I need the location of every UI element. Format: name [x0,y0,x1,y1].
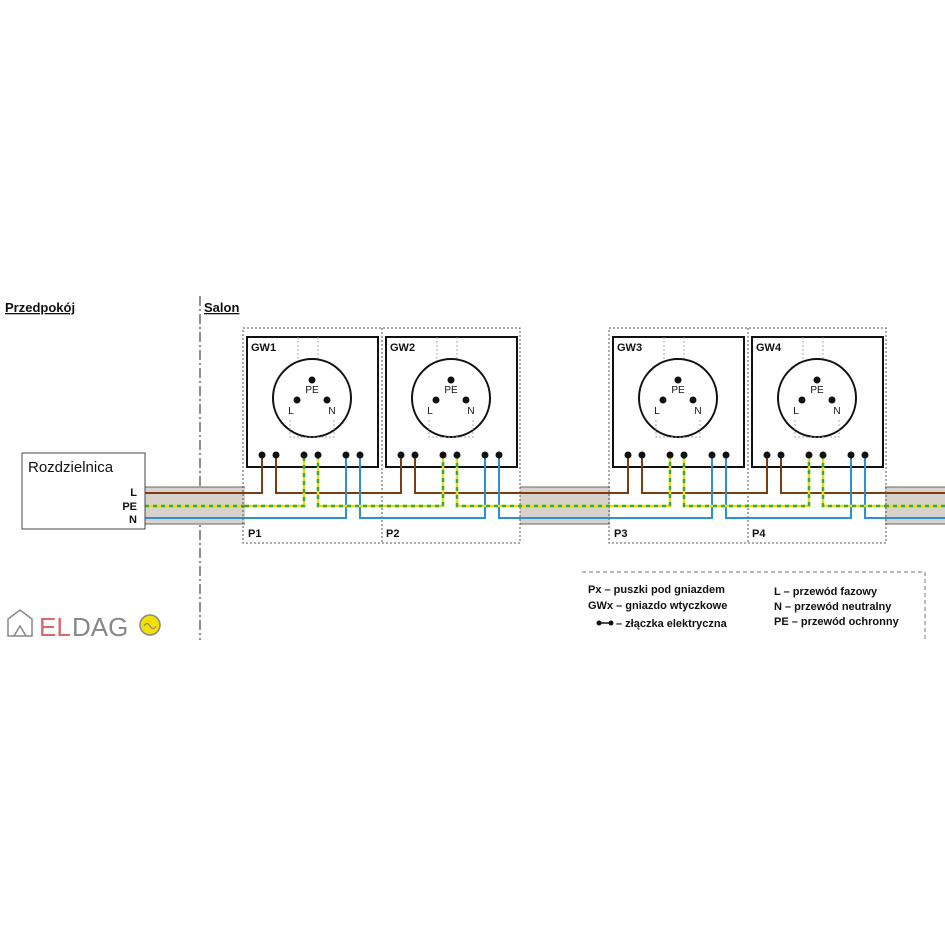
terminal-label-n: N [129,514,137,526]
logo-text-dago: DAG [72,612,128,642]
socket-label-gw4: GW4 [756,342,782,354]
neutral-wiring [245,455,885,519]
legend-px: Px – puszki pod gniazdem [588,584,725,596]
pin-label-pe: PE [671,385,685,396]
cable-segment-1 [145,486,245,525]
socket-gw2 [385,336,518,468]
room-label-left: Przedpokój [5,300,75,315]
legend-gwx: GWx – gniazdo wtyczkowe [588,600,727,612]
pin-label-n: N [833,406,840,417]
pin-label-pe: PE [305,385,319,396]
pin-label-l: L [654,406,660,417]
legend-pe: PE – przewód ochronny [774,616,900,628]
pin-label-l: L [793,406,799,417]
socket-label-gw1: GW1 [251,342,276,354]
pe-wiring [245,455,885,508]
socket-gw4 [751,336,884,468]
socket-label-gw3: GW3 [617,342,642,354]
junction-box-label-p2: P2 [386,528,399,540]
pin-label-n: N [694,406,701,417]
socket-label-gw2: GW2 [390,342,415,354]
legend-n: N – przewód neutralny [774,601,892,613]
junction-box-group-2 [608,327,887,544]
terminal-connectors [258,451,869,459]
junction-box-label-p4: P4 [752,528,766,540]
terminal-label-pe: PE [122,501,137,513]
distribution-board: Rozdzielnica L PE N [21,452,146,530]
pin-label-n: N [467,406,474,417]
junction-box-label-p3: P3 [614,528,627,540]
cable-segment-3 [885,486,945,525]
connector-icon [596,620,614,626]
pin-label-l: L [288,406,294,417]
pin-label-pe: PE [810,385,824,396]
eldago-logo: EL DAG [7,609,161,642]
junction-box-label-p1: P1 [248,528,261,540]
distribution-board-title: Rozdzielnica [28,459,114,476]
socket-gw3 [612,336,745,468]
junction-box-group-1 [242,327,521,544]
pin-label-n: N [328,406,335,417]
logo-text-el: EL [39,612,71,642]
terminal-label-l: L [130,487,137,499]
pin-label-l: L [427,406,433,417]
pin-label-pe: PE [444,385,458,396]
sun-icon [139,614,161,636]
legend-connector: – złączka elektryczna [616,618,728,630]
legend: Px – puszki pod gniazdem GWx – gniazdo w… [582,571,926,640]
room-label-right: Salon [204,300,239,315]
legend-l: L – przewód fazowy [774,586,878,598]
socket-gw1 [246,336,379,468]
house-icon [7,609,33,637]
